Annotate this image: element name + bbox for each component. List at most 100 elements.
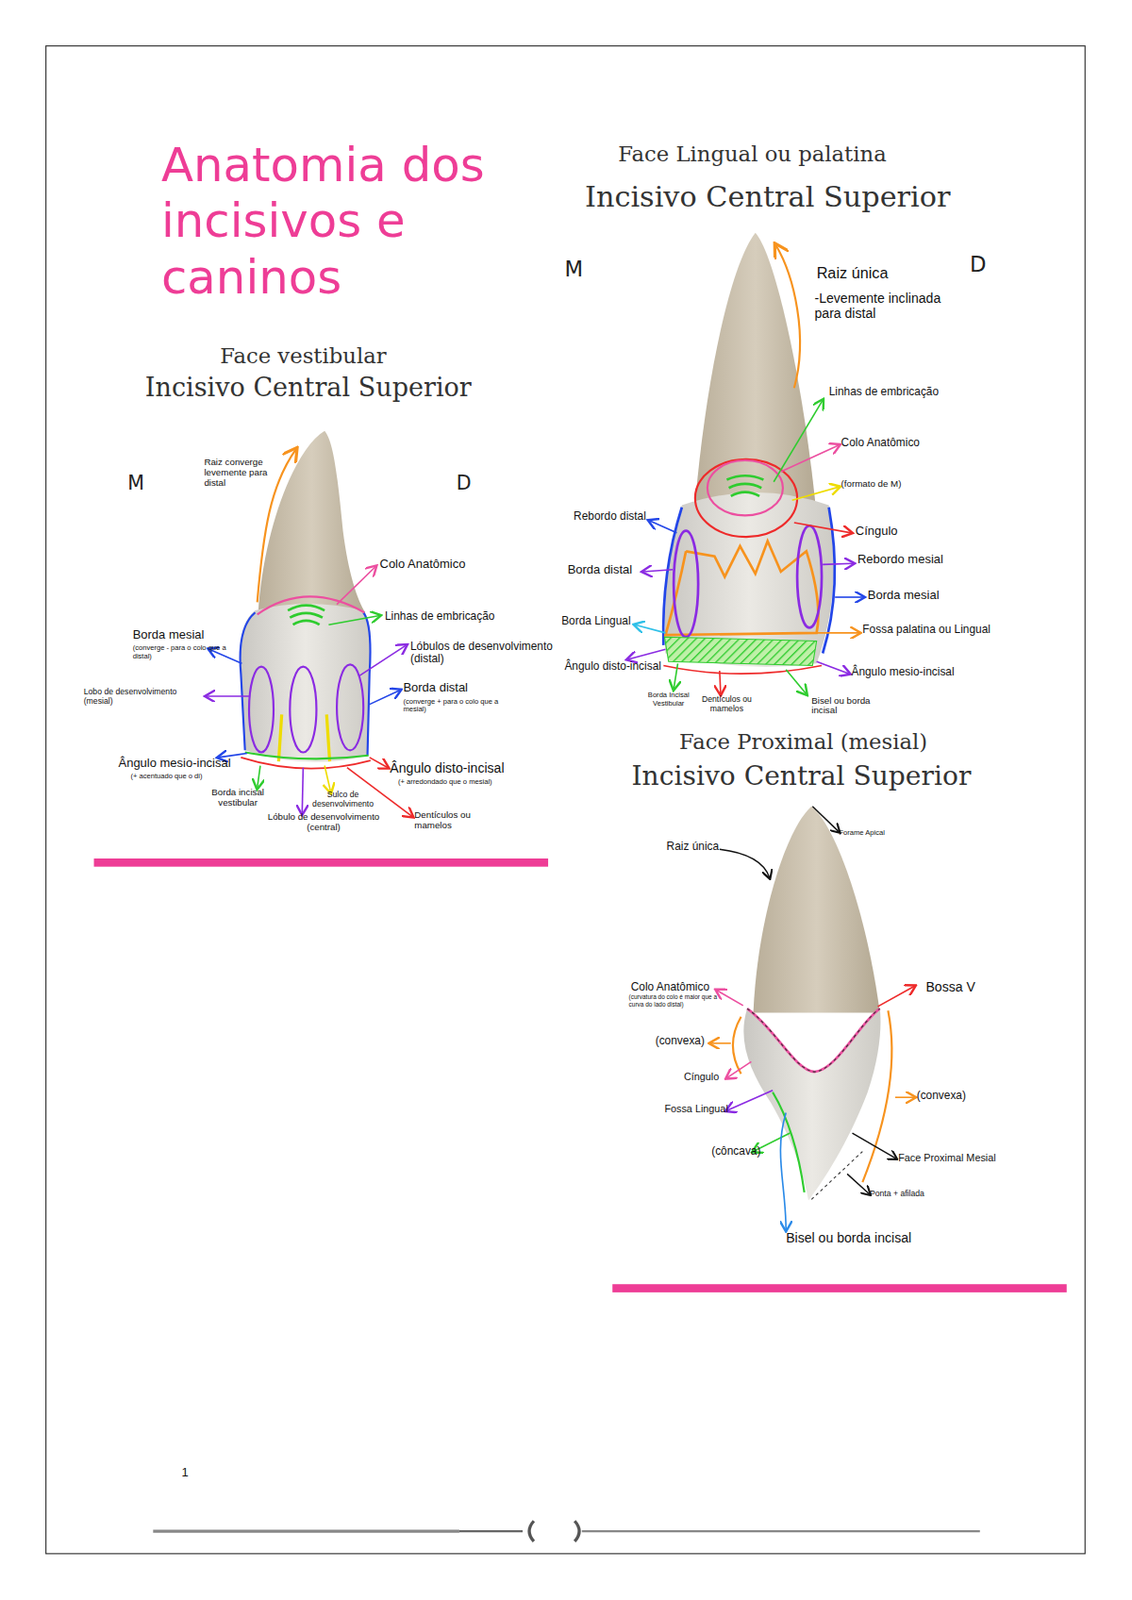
callout-label: Face Proximal Mesial	[898, 1152, 996, 1165]
drawing-ellipse	[707, 460, 783, 516]
drawing-g	[710, 806, 915, 1231]
callout-label: (converge + para o colo que a mesial)	[402, 697, 500, 714]
drawing-path	[847, 1173, 870, 1195]
drawing-ellipse	[797, 525, 822, 628]
drawing-path	[649, 520, 677, 533]
drawing-path	[369, 757, 388, 768]
callout-label: Ângulo mesio-incisal	[118, 756, 232, 770]
callout-label: Cíngulo	[683, 1070, 719, 1083]
drawing-path	[719, 670, 721, 695]
callout-label: Dentículos ou mamelos	[414, 810, 501, 831]
drawing-path	[634, 624, 666, 633]
drawing-rect	[46, 46, 1086, 1554]
callout-label: Sulco de desenvolvimento	[306, 791, 381, 810]
drawing-path	[694, 233, 817, 517]
side-marker: D	[969, 252, 986, 277]
drawing-path	[781, 445, 840, 472]
panel-heading: Incisivo Central Superior	[145, 373, 472, 402]
drawing-rect	[612, 1283, 1067, 1293]
drawing-path	[209, 649, 243, 664]
callout-label: Cíngulo	[855, 524, 899, 538]
callout-label: Rebordo distal	[573, 509, 647, 522]
drawing-path	[245, 751, 369, 759]
panel-heading: Face vestibular	[219, 345, 386, 369]
callout-label: Linhas de embricação	[829, 384, 939, 398]
drawing-path	[852, 1132, 898, 1159]
drawing-path	[287, 605, 325, 626]
drawing-path	[726, 1090, 773, 1112]
side-marker: M	[127, 472, 145, 495]
drawing-path	[753, 806, 881, 1014]
drawing-path	[673, 663, 678, 689]
callout-label: (+ arredondado que o mesial)	[398, 778, 493, 786]
drawing-path	[710, 1042, 732, 1045]
drawing-path	[878, 985, 916, 1007]
drawing-path	[862, 1010, 892, 1182]
callout-label: Linhas de embricação	[384, 609, 495, 622]
callout-label: Colo Anatômico	[631, 980, 710, 993]
callout-label: Lóbulos de desenvolvimento (distal)	[410, 639, 564, 665]
drawing-ellipse	[289, 666, 317, 753]
drawing-path	[895, 1096, 916, 1099]
drawing-path	[816, 661, 850, 674]
callout-label: Lóbulo de desenvolvimento (central)	[251, 812, 395, 833]
drawing-g	[206, 431, 414, 817]
page-title: Anatomia dos incisivos e caninos	[161, 136, 555, 306]
drawing-path	[324, 765, 331, 793]
callout-label: (côncava)	[711, 1144, 761, 1157]
callout-label: Rebordo mesial	[857, 552, 944, 566]
drawing-path	[627, 649, 666, 660]
callout-label: Borda Lingual	[561, 614, 631, 627]
callout-label: Colo Anatômico	[380, 557, 467, 571]
callout-label: (convexa)	[916, 1089, 966, 1102]
drawing-path	[726, 475, 764, 497]
drawing-path	[822, 563, 853, 565]
callout-label: Raiz única	[666, 840, 720, 853]
callout-label: Raiz única	[816, 265, 889, 283]
callout-label: Borda mesial	[867, 588, 940, 602]
callout-label: (convexa)	[655, 1033, 705, 1047]
drawing-path	[359, 645, 407, 676]
callout-label: Colo Anatômico	[841, 435, 920, 449]
callout-label: Bossa V	[925, 980, 975, 995]
drawing-path	[336, 566, 376, 605]
callout-label: Ângulo mesio-incisal	[850, 665, 954, 679]
drawing-path	[785, 669, 807, 695]
drawing-path	[665, 540, 819, 635]
callout-label: (+ acentuado que o di)	[131, 771, 203, 780]
callout-label: (curvatura do colo é maior que a curva d…	[629, 994, 732, 1008]
drawing-path	[716, 990, 744, 1006]
drawing-path	[811, 1151, 863, 1200]
drawing-ellipse	[249, 666, 274, 753]
drawing-ellipse	[673, 531, 699, 638]
drawing-path	[780, 1112, 786, 1230]
callout-label: Borda incisal vestibular	[201, 787, 274, 808]
callout-label: Dentículos ou mamelos	[696, 696, 758, 715]
drawing-path	[328, 615, 380, 625]
drawing-path	[258, 431, 367, 614]
panel-heading: Face Lingual ou palatina	[617, 142, 886, 167]
callout-label: 1	[182, 1465, 189, 1480]
drawing-path	[643, 569, 673, 572]
callout-label: Borda distal	[402, 681, 468, 695]
callout-label: Borda distal	[567, 563, 633, 577]
drawing-path	[794, 522, 852, 533]
drawing-path	[459, 1530, 523, 1532]
side-marker: D	[456, 472, 472, 495]
drawing-path	[775, 245, 800, 388]
drawing-path	[152, 1529, 460, 1532]
drawing-path	[582, 1530, 981, 1532]
callout-label: Bisel ou borda incisal	[785, 1231, 912, 1246]
drawing-path	[772, 1092, 805, 1193]
drawing-path	[206, 695, 251, 698]
panel-heading: Face Proximal (mesial)	[679, 731, 928, 755]
callout-label: Lobo de desenvolvimento (mesial)	[83, 687, 201, 706]
callout-label: Fossa palatina ou Lingual	[862, 622, 991, 635]
drawing-path	[747, 1008, 881, 1072]
drawing-path	[726, 1061, 751, 1078]
callout-label: -Levemente inclinada para distal	[814, 291, 967, 321]
drawing-rect	[94, 858, 550, 867]
panel-heading: Incisivo Central Superior	[584, 182, 951, 214]
drawing-path	[719, 849, 770, 878]
